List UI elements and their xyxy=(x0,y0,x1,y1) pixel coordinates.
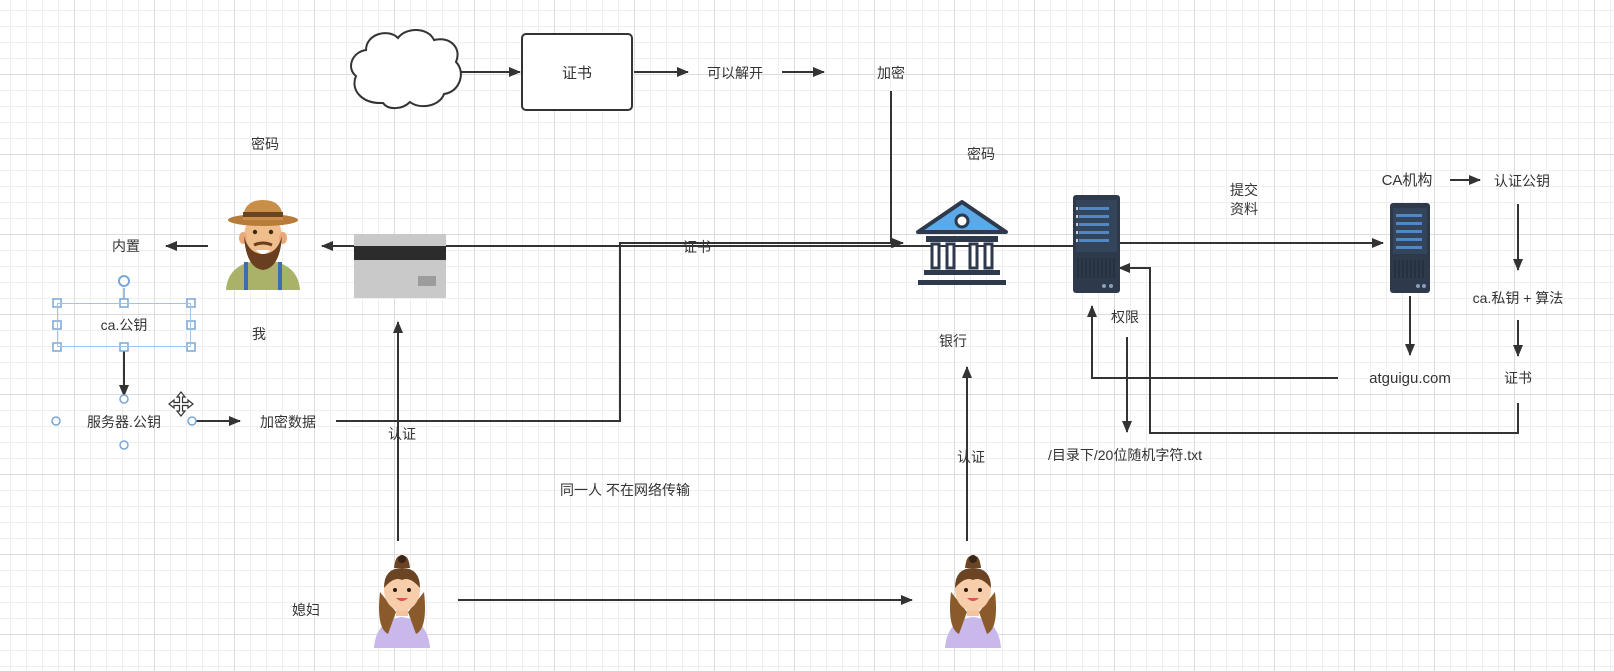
woman-avatar-icon[interactable] xyxy=(374,555,430,648)
wife-label: 媳妇 xyxy=(292,602,320,618)
authenticate-left-label: 认证 xyxy=(388,426,416,442)
server-icon[interactable] xyxy=(1073,195,1120,293)
move-cursor-icon[interactable] xyxy=(168,391,194,417)
ca-public-key-label: ca.公钥 xyxy=(100,317,148,333)
ca-server-icon[interactable] xyxy=(1390,203,1430,293)
encrypt-top-label: 加密 xyxy=(877,65,905,81)
password-left-label: 密码 xyxy=(251,136,279,152)
bank-label: 银行 xyxy=(939,333,967,349)
can-decrypt-label: 可以解开 xyxy=(707,65,763,81)
farmer-avatar-icon[interactable] xyxy=(226,200,300,290)
arrow-encrypt-down[interactable] xyxy=(890,91,904,248)
bank-card-icon[interactable] xyxy=(354,234,446,298)
arrow-cert-back-to-server[interactable] xyxy=(1118,263,1519,434)
password-bank-label: 密码 xyxy=(967,146,995,162)
arrow-encrypted-data[interactable] xyxy=(336,238,903,422)
domain-label: atguigu.com xyxy=(1369,370,1451,387)
submit-label: 提交 xyxy=(1230,182,1258,198)
auth-public-key-label: 认证公钥 xyxy=(1494,173,1550,189)
certificate-box-label: 证书 xyxy=(561,64,592,82)
server-public-key-label: 服务器.公钥 xyxy=(87,414,161,430)
woman-avatar-icon-2[interactable] xyxy=(945,555,1001,648)
certificate-box[interactable]: 证书 xyxy=(521,33,633,111)
certificate-right-label: 证书 xyxy=(1504,370,1532,386)
bank-building-icon[interactable] xyxy=(916,200,1008,285)
random-file-label: /目录下/20位随机字符.txt xyxy=(1047,447,1203,463)
connection-points[interactable] xyxy=(51,394,197,450)
me-label: 我 xyxy=(252,326,266,342)
cloud-icon[interactable] xyxy=(350,29,462,110)
ca-private-key-algo-label: ca.私钥 + 算法 xyxy=(1472,290,1564,306)
authenticate-right-label: 认证 xyxy=(957,449,985,465)
arrow-domain-to-server[interactable] xyxy=(1087,305,1338,379)
built-in-label: 内置 xyxy=(112,238,140,254)
permission-label: 权限 xyxy=(1111,309,1139,325)
ca-public-key-node[interactable]: ca.公钥 xyxy=(57,303,191,347)
encrypted-data-label: 加密数据 xyxy=(260,414,316,430)
ca-org-label: CA机构 xyxy=(1381,172,1433,189)
certificate-line-label: 证书 xyxy=(683,239,711,255)
same-person-note: 同一人 不在网络传输 xyxy=(560,482,690,498)
materials-label: 资料 xyxy=(1230,201,1258,217)
